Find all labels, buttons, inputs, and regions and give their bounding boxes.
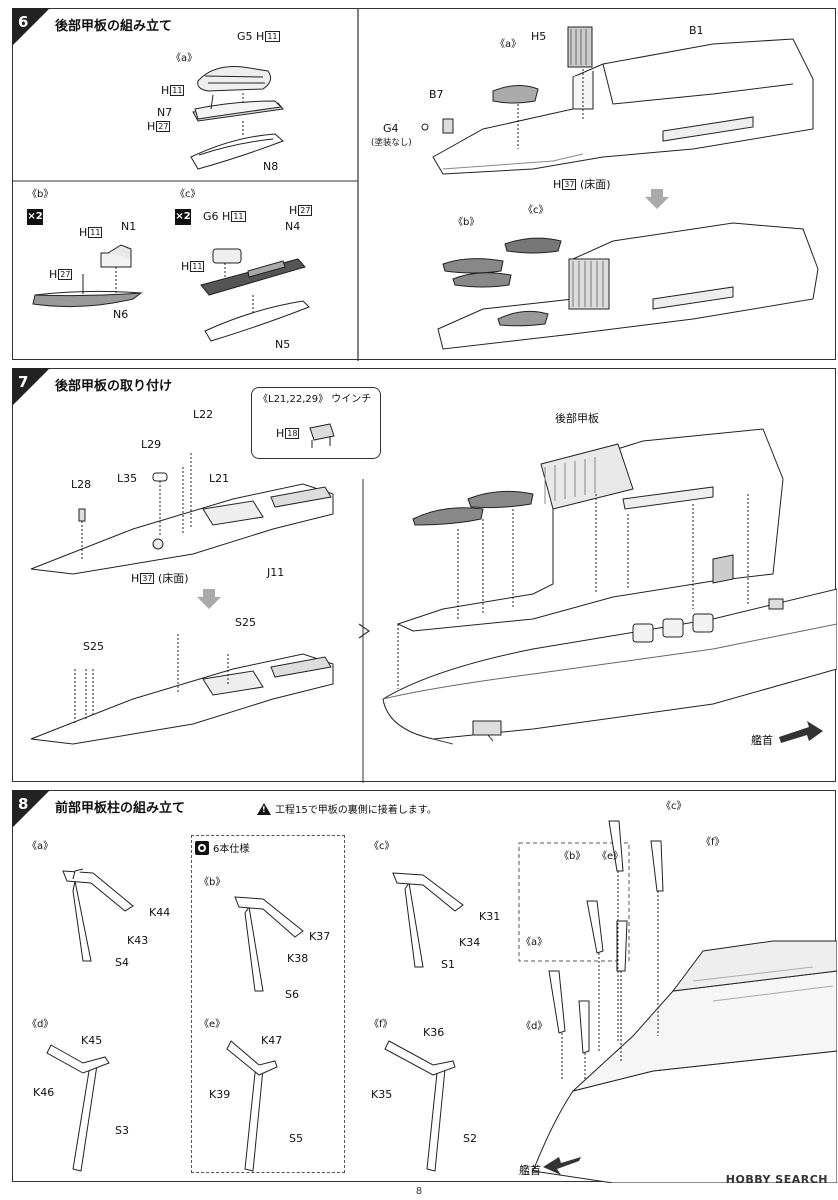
part-l22-label: L22 xyxy=(193,408,214,421)
part-k39-label: K39 xyxy=(209,1088,231,1101)
variant-b-label: 《b》 xyxy=(27,189,54,200)
part-l21-label: L21 xyxy=(209,472,230,485)
part-s6-label: S6 xyxy=(285,988,299,1001)
ref-b-label: 《b》 xyxy=(453,217,480,228)
part-b1-label: B1 xyxy=(689,24,704,37)
step8-number: 8 xyxy=(18,795,29,813)
step7-panel: 7 後部甲板の取り付け xyxy=(12,368,837,783)
step6-panel: 6 後部甲板の組み立て xyxy=(12,8,836,361)
variant-b-step8: 《b》 xyxy=(199,877,226,888)
part-k35-label: K35 xyxy=(371,1088,393,1101)
part-n1-label: N1 xyxy=(121,220,137,233)
part-n4-label: N4 xyxy=(285,220,301,233)
part-l28-label: L28 xyxy=(71,478,92,491)
step6-number: 6 xyxy=(18,13,29,31)
ref-b-step8: 《b》 xyxy=(559,851,586,862)
part-s25-label-left: S25 xyxy=(83,640,104,653)
warning-note: !工程15で甲板の裏側に接着します。 xyxy=(257,801,437,816)
times-two-badge-c: ×2 xyxy=(175,209,191,225)
variant-a-label: 《a》 xyxy=(171,53,198,64)
part-g4-label: G4 xyxy=(383,122,399,135)
six-spec-box xyxy=(191,835,345,1173)
part-s3-label: S3 xyxy=(115,1124,129,1137)
part-k34-label: K34 xyxy=(459,936,481,949)
part-g4-note: (塗装なし) xyxy=(371,138,412,148)
step6-badge xyxy=(12,8,50,46)
variant-c-step8: 《c》 xyxy=(369,841,395,852)
ref-c-label: 《c》 xyxy=(523,205,549,216)
warning-icon: ! xyxy=(257,803,271,815)
part-k43-label: K43 xyxy=(127,934,149,947)
bow-label-8: 艦首 xyxy=(519,1164,541,1177)
part-n5-label: N5 xyxy=(275,338,291,351)
part-l35-label: L35 xyxy=(117,472,138,485)
ref-c-step8: 《c》 xyxy=(661,801,687,812)
page-number: 8 xyxy=(415,1186,423,1197)
winch-callout-title: 《L21,22,29》 ウインチ xyxy=(258,394,372,405)
part-s4-label: S4 xyxy=(115,956,129,969)
step6-title: 後部甲板の組み立て xyxy=(55,19,173,34)
ref-a-label: 《a》 xyxy=(495,39,522,50)
part-k36-label: K36 xyxy=(423,1026,445,1039)
winch-drawing xyxy=(309,423,335,448)
part-k44-label: K44 xyxy=(149,906,171,919)
part-l29-label: L29 xyxy=(141,438,162,451)
step8-panel: 8 前部甲板柱の組み立て !工程15で甲板の裏側に接着します。 6本仕様 xyxy=(12,790,837,1183)
part-n8-label: N8 xyxy=(263,160,279,173)
step7-title: 後部甲板の取り付け xyxy=(55,379,173,394)
step8-title: 前部甲板柱の組み立て xyxy=(55,801,186,816)
part-s1-label: S1 xyxy=(441,958,455,971)
step6-drawing xyxy=(13,9,819,361)
times-two-badge-b: ×2 xyxy=(27,209,43,225)
variant-e-step8: 《e》 xyxy=(199,1019,226,1030)
part-n6-label: N6 xyxy=(113,308,129,321)
ref-f-step8: 《f》 xyxy=(701,837,725,848)
part-k37-label: K37 xyxy=(309,930,331,943)
part-k31-label: K31 xyxy=(479,910,501,923)
step7-badge xyxy=(12,368,50,406)
variant-f-step8: 《f》 xyxy=(369,1019,393,1030)
six-spec-icon xyxy=(195,841,209,855)
step8-badge xyxy=(12,790,50,828)
variant-d-step8: 《d》 xyxy=(27,1019,54,1030)
part-k38-label: K38 xyxy=(287,952,309,965)
step8-drawing xyxy=(46,820,837,1183)
part-s25-label-right: S25 xyxy=(235,616,256,629)
part-h5-label: H5 xyxy=(531,30,547,43)
bow-label-7: 艦首 xyxy=(751,734,773,747)
step7-number: 7 xyxy=(18,373,29,391)
ref-d-step8: 《d》 xyxy=(521,1021,548,1032)
step7-drawing xyxy=(30,428,837,783)
variant-c-label: 《c》 xyxy=(175,189,201,200)
part-b7-label: B7 xyxy=(429,88,444,101)
six-spec-label: 6本仕様 xyxy=(195,841,249,856)
rear-deck-label: 後部甲板 xyxy=(555,412,599,425)
ref-a-step8: 《a》 xyxy=(521,937,548,948)
ref-e-step8: 《e》 xyxy=(597,851,624,862)
part-n7-label: N7 xyxy=(157,106,173,119)
part-k45-label: K45 xyxy=(81,1034,103,1047)
part-s5-label: S5 xyxy=(289,1132,303,1145)
part-k46-label: K46 xyxy=(33,1086,55,1099)
watermark: HOBBY SEARCH xyxy=(725,1173,828,1186)
part-k47-label: K47 xyxy=(261,1034,283,1047)
part-s2-label: S2 xyxy=(463,1132,477,1145)
variant-a-step8: 《a》 xyxy=(27,841,54,852)
part-j11-label: J11 xyxy=(267,566,285,579)
